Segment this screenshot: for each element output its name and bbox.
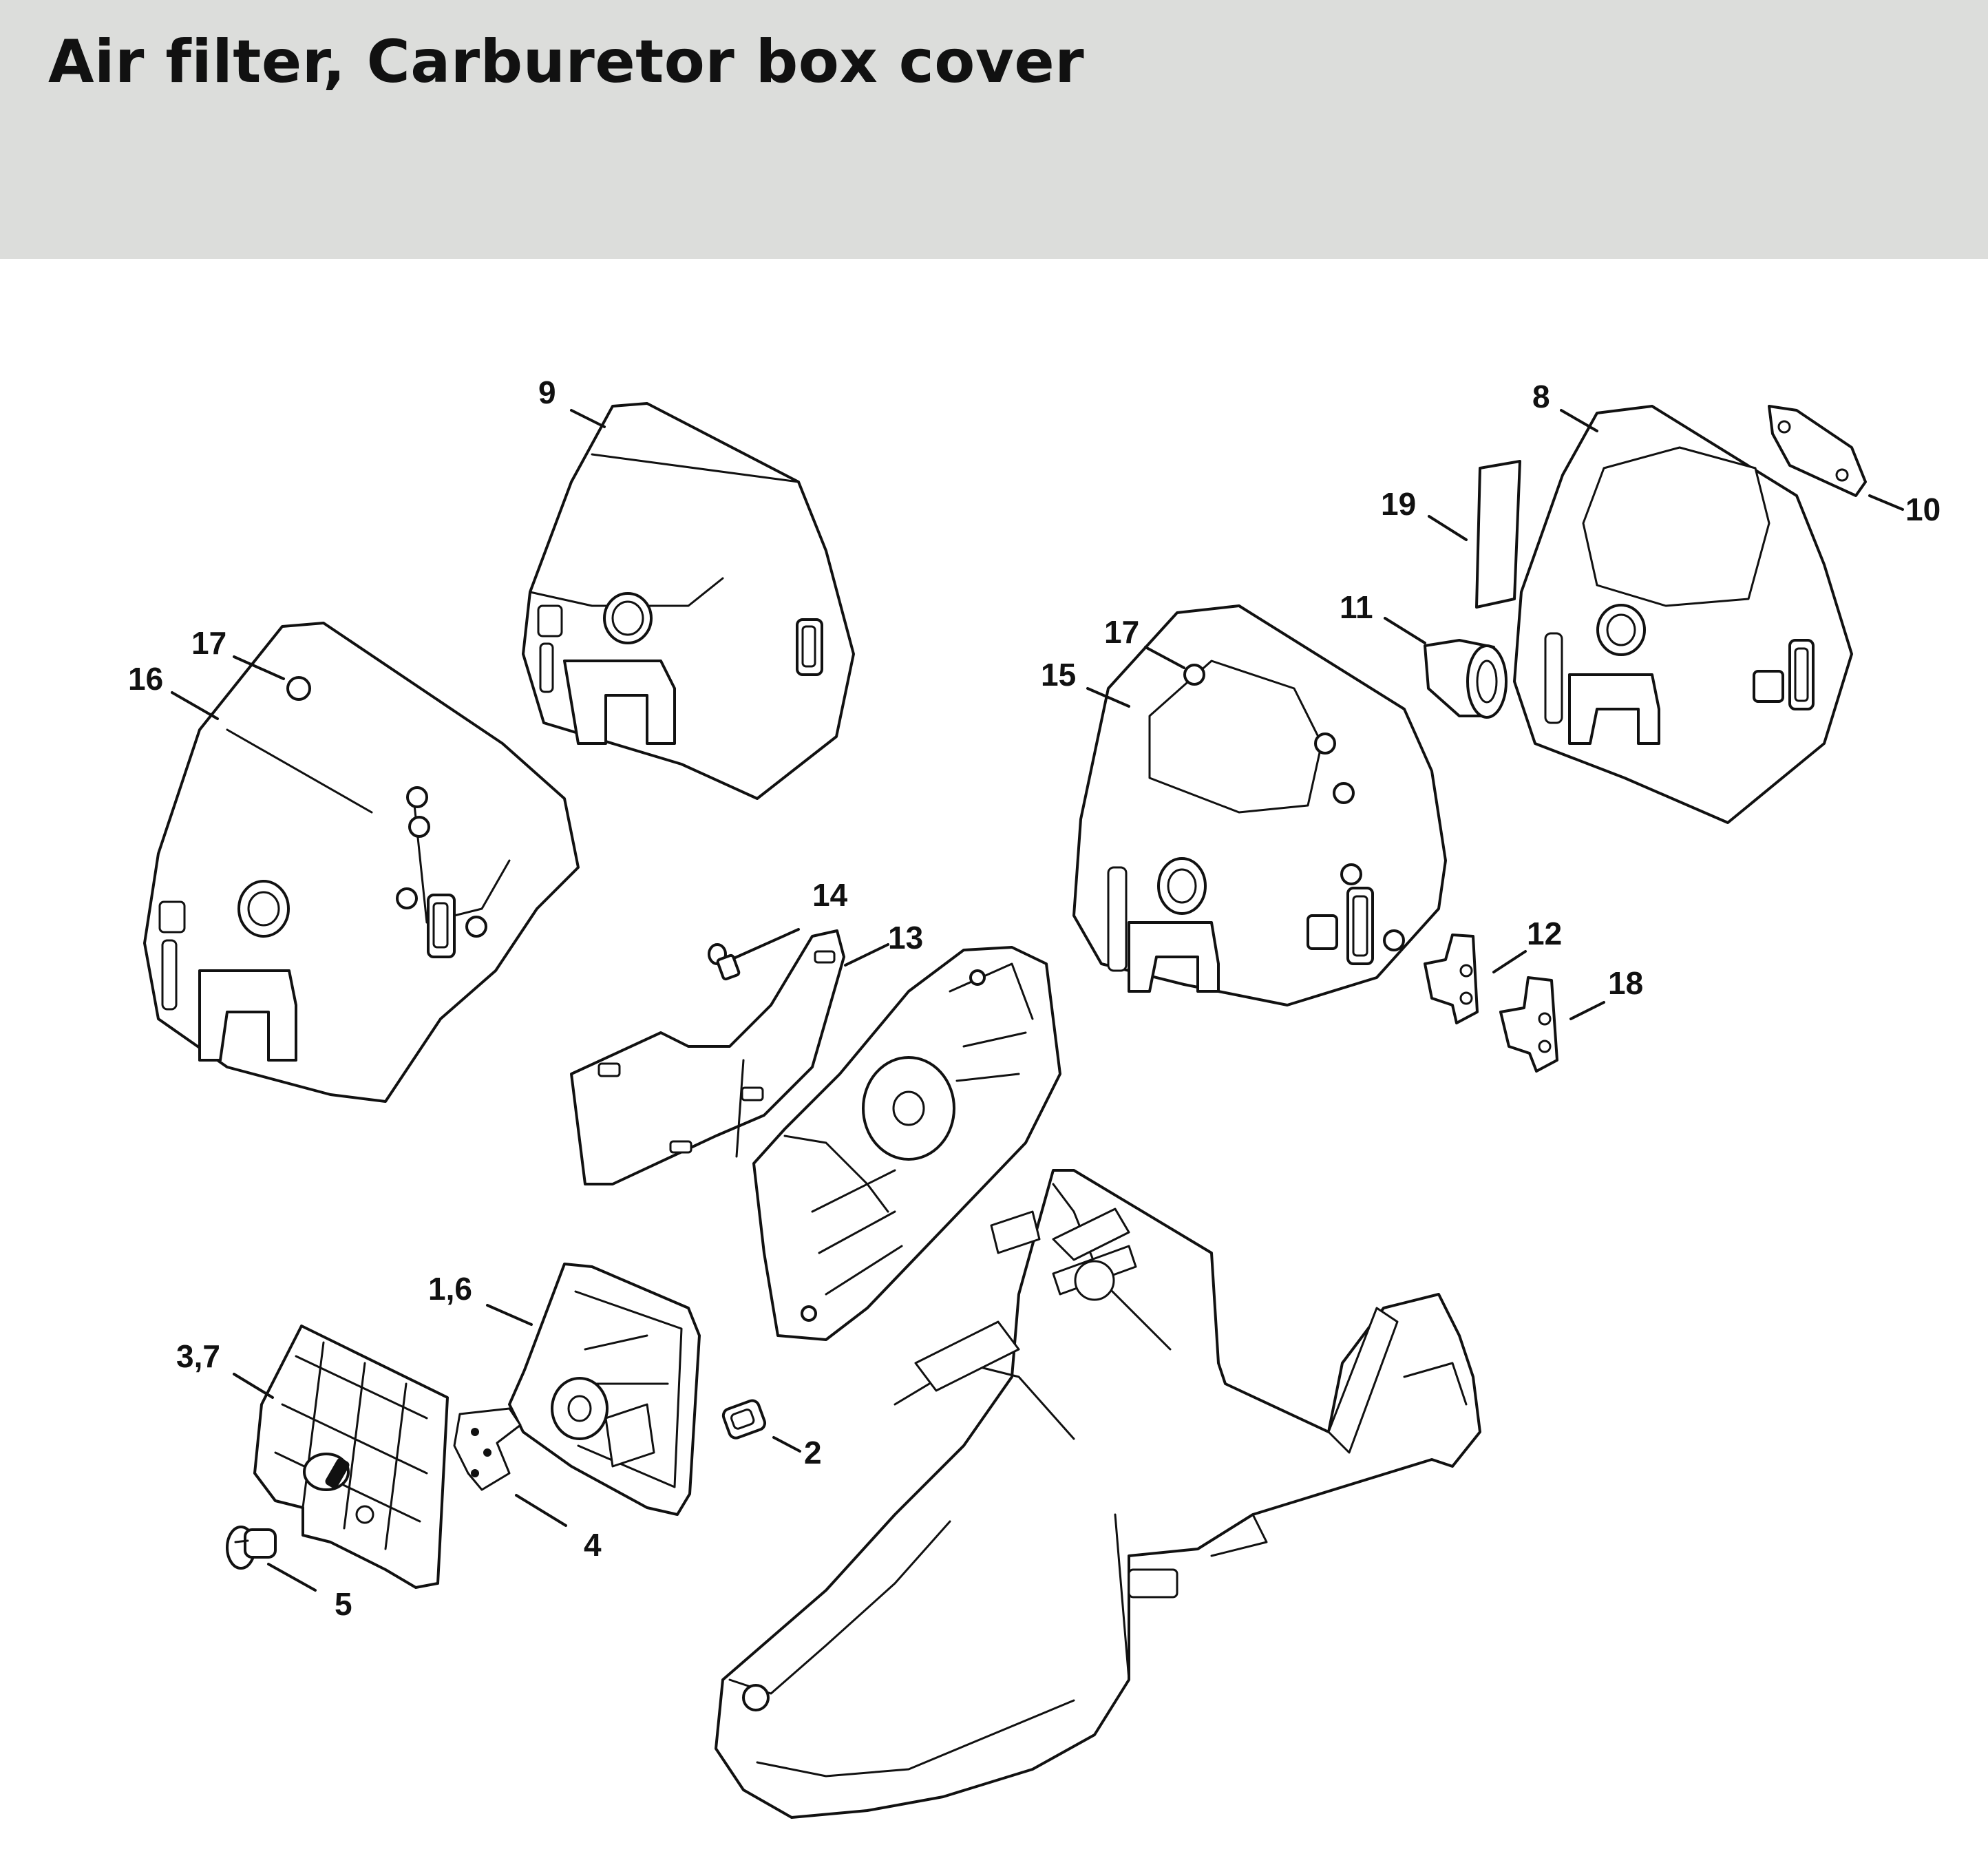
callout-10: 10 — [1905, 492, 1941, 527]
callout-3-7: 3,7 — [176, 1338, 220, 1374]
part-15-cover — [1072, 604, 1447, 1006]
callout-18: 18 — [1608, 965, 1643, 1001]
callout-5: 5 — [335, 1586, 352, 1622]
callout-11: 11 — [1340, 589, 1373, 625]
part-8-cover — [1513, 405, 1853, 824]
part-12-holder — [1424, 934, 1479, 1024]
callout-labels: 9 8 10 19 11 17 16 17 15 14 13 12 18 1,6… — [128, 375, 1941, 1622]
part-2-grommet — [721, 1399, 767, 1440]
callout-1-6: 1,6 — [428, 1271, 472, 1307]
callout-17: 17 — [191, 625, 226, 661]
part-19-label — [1475, 460, 1521, 609]
callout-4: 4 — [584, 1527, 602, 1563]
page-title: Air filter, Carburetor box cover — [48, 28, 1085, 96]
exploded-parts-diagram: 9 8 10 19 11 17 16 17 15 14 13 12 18 1,6… — [128, 375, 1941, 1819]
part-18-holder — [1499, 976, 1558, 1073]
part-13-baffle — [570, 929, 845, 1185]
part-10-plate — [1768, 405, 1867, 497]
callout-14: 14 — [812, 877, 848, 913]
starter-fan-housing — [752, 946, 1061, 1341]
callout-17: 17 — [1104, 614, 1139, 650]
header-bar: Air filter, Carburetor box cover — [0, 0, 1988, 259]
part-9-cover — [522, 402, 855, 800]
callout-8: 8 — [1532, 379, 1550, 414]
leader-lines — [171, 409, 1904, 1592]
part-4-gasket — [453, 1407, 522, 1491]
callout-13: 13 — [888, 920, 923, 956]
part-14-screw — [708, 943, 741, 981]
callout-16: 16 — [128, 661, 163, 697]
callout-15: 15 — [1041, 657, 1076, 693]
part-3-7-filter — [253, 1325, 449, 1589]
callout-9: 9 — [538, 375, 556, 410]
part-16-cover — [143, 622, 580, 1103]
part-11-knob — [1424, 639, 1508, 719]
callout-2: 2 — [804, 1435, 822, 1470]
tank-housing — [715, 1169, 1481, 1819]
callout-12: 12 — [1527, 916, 1562, 951]
part-5-knob — [226, 1526, 277, 1570]
callout-19: 19 — [1381, 486, 1416, 522]
part-1-6-filter-base — [508, 1263, 701, 1516]
